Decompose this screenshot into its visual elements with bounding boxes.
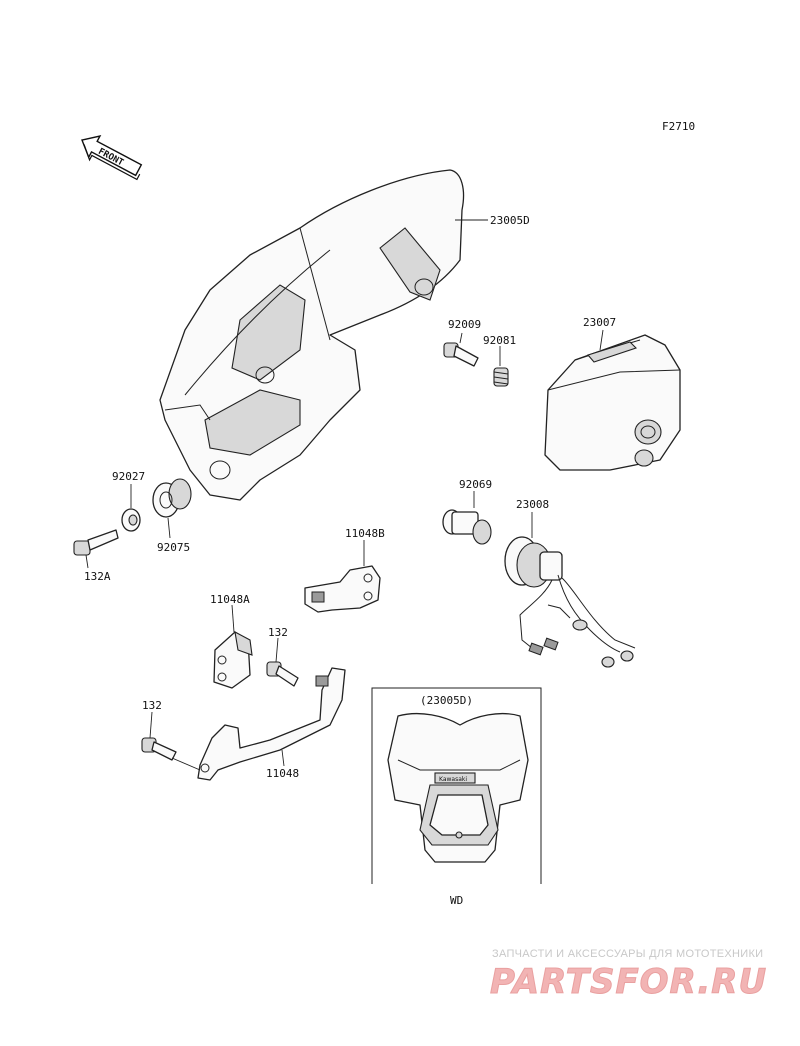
label-11048b: 11048B <box>345 527 385 540</box>
bolt-132-middle <box>266 661 299 687</box>
label-23007: 23007 <box>583 316 616 329</box>
grommet-92075 <box>152 478 192 518</box>
label-92069: 92069 <box>459 478 492 491</box>
label-11048a: 11048A <box>210 593 250 606</box>
screw-92009 <box>443 342 479 367</box>
front-arrow-icon: FRONT <box>81 135 143 181</box>
inset-title: (23005D) <box>420 694 473 707</box>
label-92027: 92027 <box>112 470 145 483</box>
figure-code: F2710 <box>662 120 695 133</box>
label-11048: 11048 <box>266 767 299 780</box>
watermark-tagline: ЗАПЧАСТИ И АКСЕССУАРЫ ДЛЯ МОТОТЕХНИКИ <box>492 948 764 960</box>
label-132-left: 132 <box>142 699 162 712</box>
label-92075: 92075 <box>157 541 190 554</box>
bracket-11048a <box>213 630 253 689</box>
inset-brand: Kawasaki <box>439 776 467 783</box>
socket-assy-23008 <box>504 536 636 668</box>
spring-92081 <box>493 367 509 387</box>
label-23008: 23008 <box>516 498 549 511</box>
inset-headlight-cover: Kawasaki <box>387 713 529 863</box>
inset-caption: WD <box>450 894 463 907</box>
bracket-11048 <box>197 667 346 781</box>
headlight-unit <box>544 334 681 471</box>
label-92009: 92009 <box>448 318 481 331</box>
bolt-132-left <box>141 737 201 771</box>
label-132-middle: 132 <box>268 626 288 639</box>
label-92081: 92081 <box>483 334 516 347</box>
bulb-92069 <box>442 509 492 545</box>
headlight-cover <box>159 169 465 501</box>
label-132a: 132A <box>84 570 111 583</box>
washer-92027 <box>121 508 141 532</box>
inset-box: (23005D) Kawasaki WD <box>371 687 542 907</box>
watermark-logo: PARTSFOR.RU <box>489 962 768 1003</box>
bracket-11048b <box>304 565 381 613</box>
label-23005d: 23005D <box>490 214 530 227</box>
bolt-132a <box>73 529 119 556</box>
